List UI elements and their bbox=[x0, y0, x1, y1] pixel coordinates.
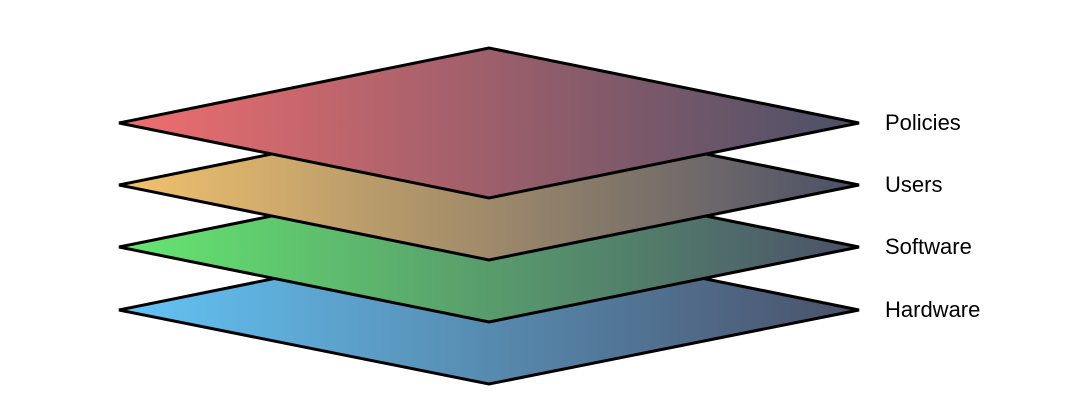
layer-software-label: Software bbox=[885, 234, 972, 259]
layer-policies: Policies bbox=[118, 46, 961, 200]
layer-users-label: Users bbox=[885, 172, 942, 197]
layer-policies-plane bbox=[118, 46, 860, 200]
layer-hardware-label: Hardware bbox=[885, 297, 980, 322]
layer-policies-label: Policies bbox=[885, 110, 961, 135]
